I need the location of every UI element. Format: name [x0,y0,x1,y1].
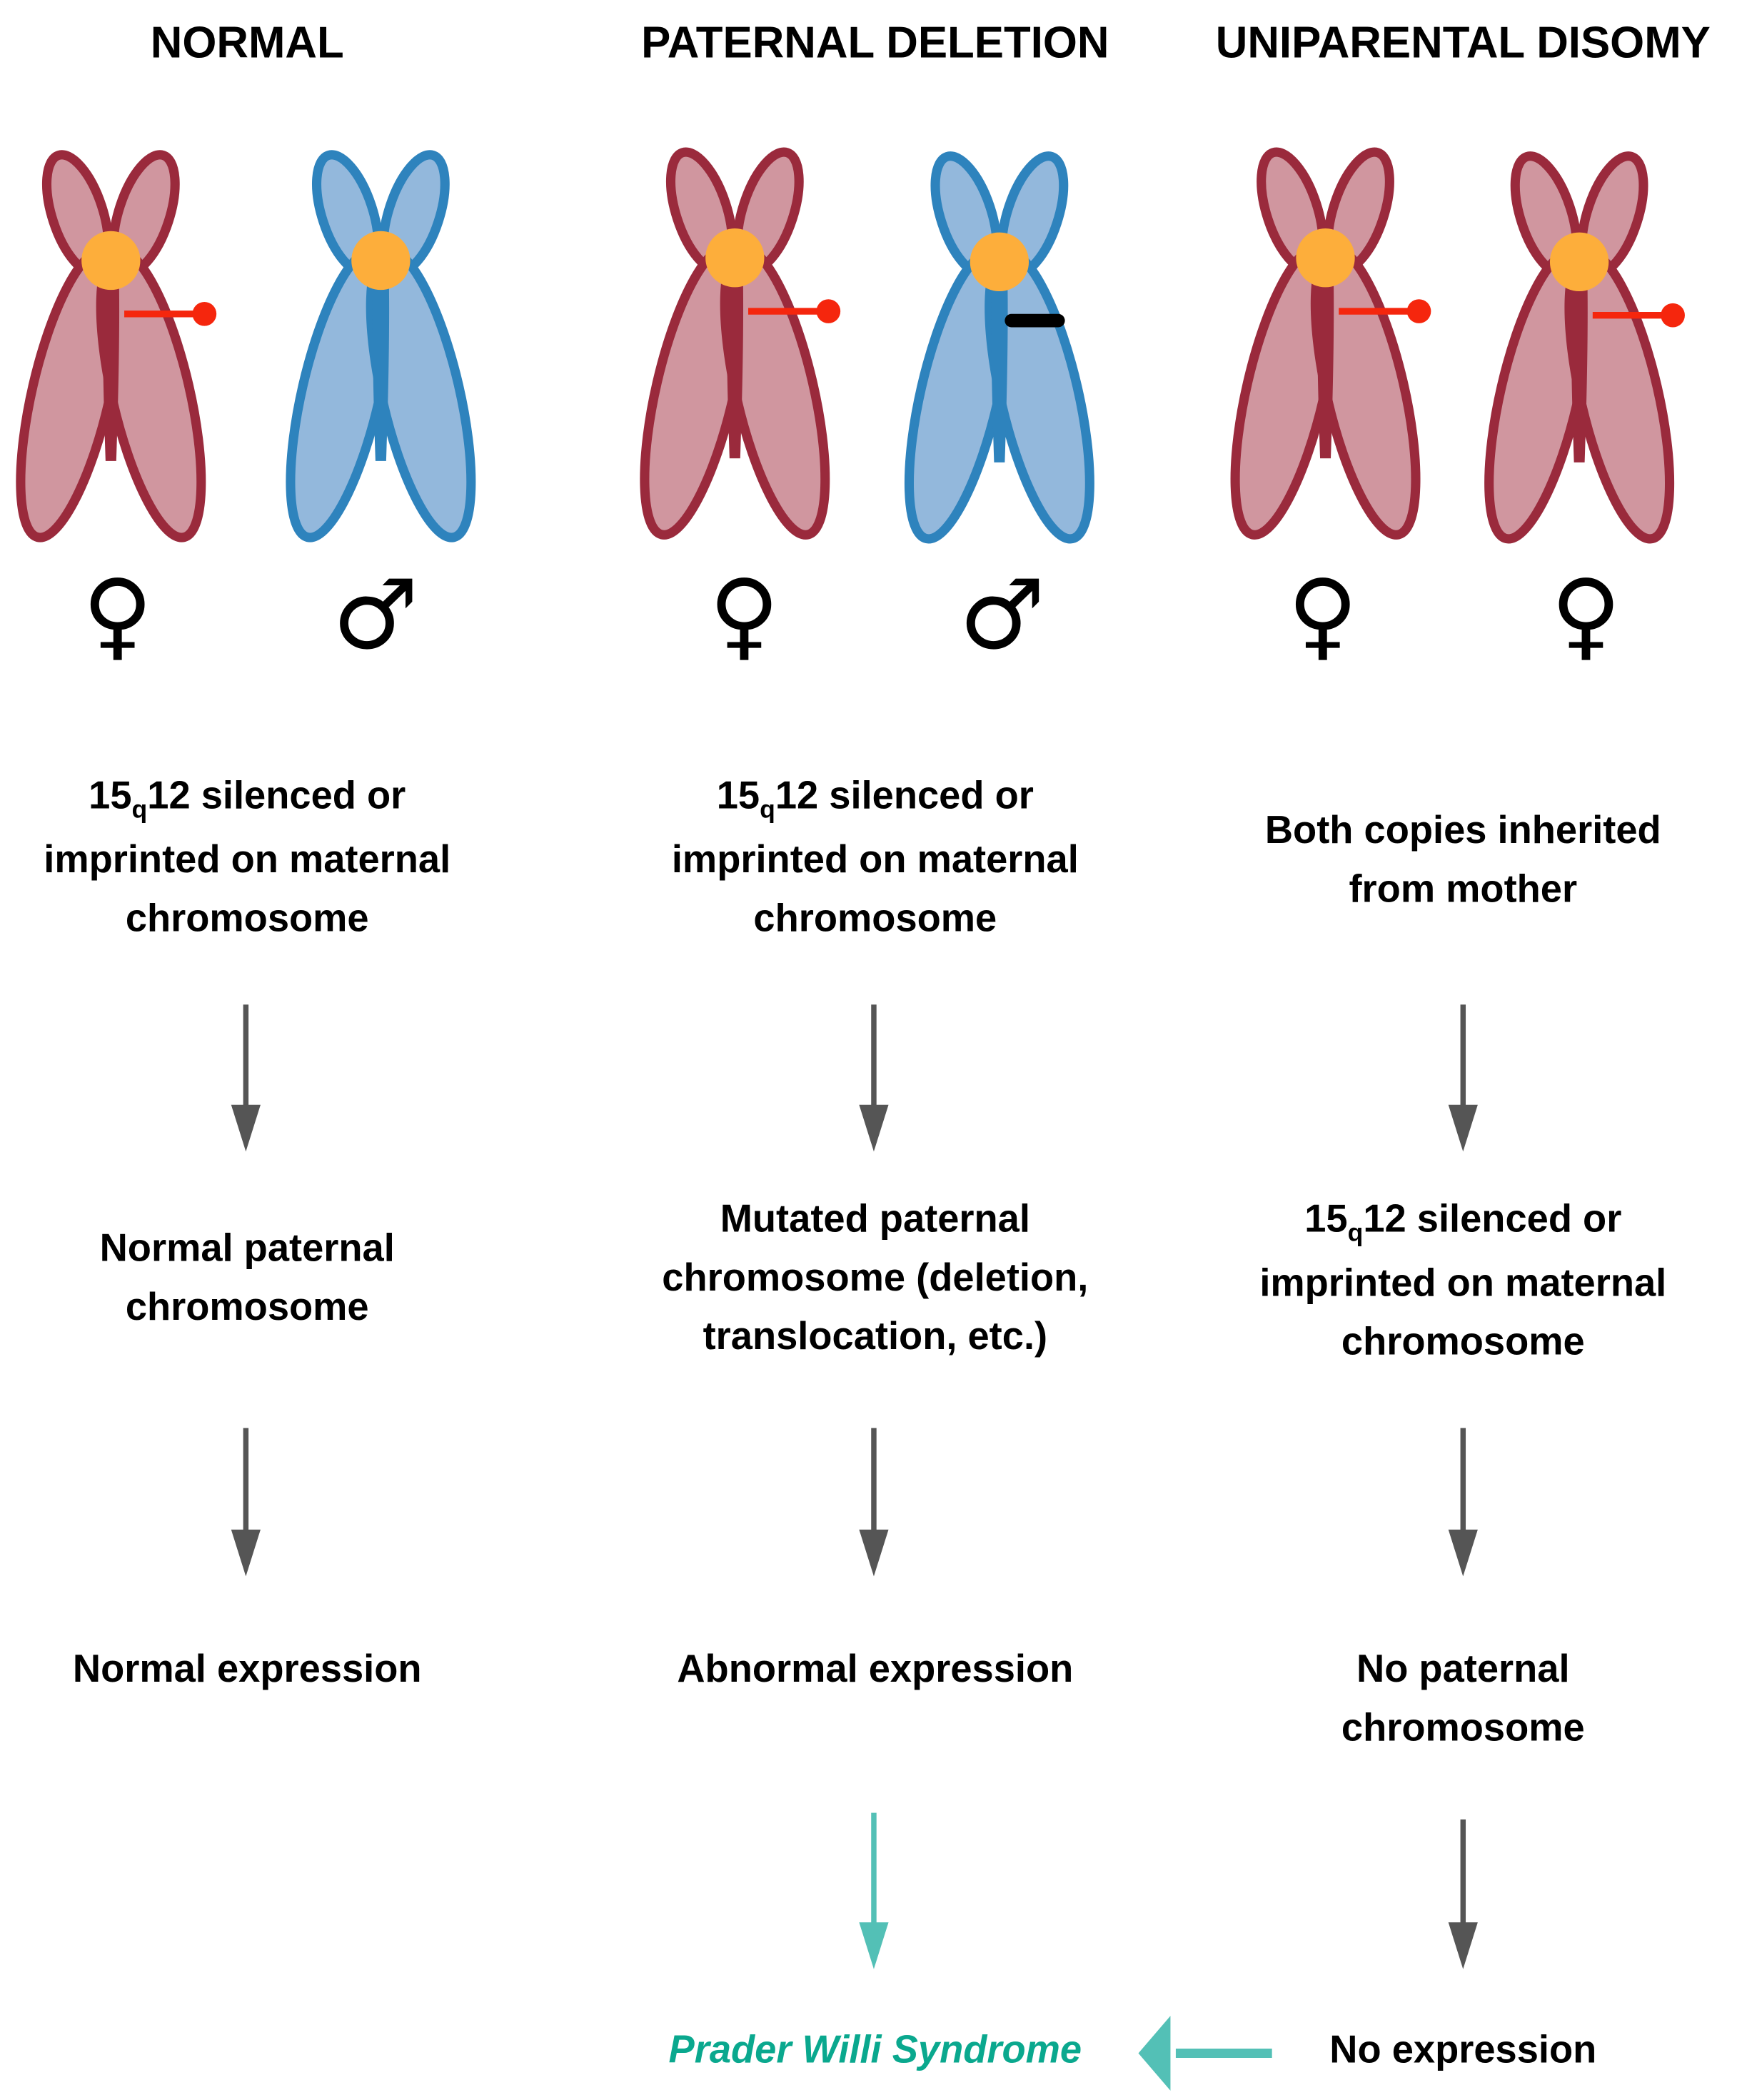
flow-arrow-head [1448,1104,1478,1152]
centromere [970,232,1029,291]
maternal-chromosome [1484,151,1685,544]
imprint-mark-dot [192,301,217,326]
prader-willi-syndrome-outcome: Prader Willi Syndrome [668,2029,1082,2072]
centromere [705,228,765,288]
centromere [81,231,141,291]
flow-arrow-head [231,1104,261,1152]
male-symbol-icon: ♂ [959,558,1046,671]
paternal-chromosome [286,150,476,542]
flow-arrow-head [231,1529,261,1577]
left-arrow-head [1138,2016,1171,2091]
female-symbol-icon: ♀ [709,558,780,671]
sister-chromatid-junction [372,268,390,461]
centromere [1296,228,1355,288]
sister-chromatid-junction [991,270,1008,463]
sister-chromatid-junction [102,268,120,461]
flow-arrow-head [1448,1922,1478,1969]
title-uniparental-disomy: UNIPARENTAL DISOMY [1215,17,1711,67]
imprint-mark-dot [1661,303,1685,328]
no-expression-outcome: No expression [1329,2029,1597,2072]
imprint-mark-dot [1406,299,1431,323]
female-symbol-icon: ♀ [82,558,153,671]
title-paternal-deletion: PATERNAL DELETION [641,17,1109,67]
sister-chromatid-junction [1316,266,1334,459]
female-symbol-icon: ♀ [1551,558,1621,671]
sister-chromatid-junction [1571,270,1588,463]
flow-arrow-head [1448,1529,1478,1577]
maternal-chromosome [1230,147,1431,540]
maternal-chromosome [16,150,217,542]
centromere [1549,232,1609,291]
flow-arrow-head [859,1104,889,1152]
female-symbol-icon: ♀ [1287,558,1359,671]
male-symbol-icon: ♂ [332,558,419,671]
flow-arrow-head [859,1529,889,1577]
imprint-mark-dot [816,299,841,323]
deletion-step3: Abnormal expression [677,1648,1074,1692]
syndrome-arrow-head [859,1922,889,1969]
centromere [351,231,411,291]
title-normal: NORMAL [150,17,344,67]
sister-chromatid-junction [726,266,744,459]
maternal-chromosome [640,147,841,540]
paternal-chromosome [904,151,1094,544]
normal-step3: Normal expression [72,1648,422,1692]
